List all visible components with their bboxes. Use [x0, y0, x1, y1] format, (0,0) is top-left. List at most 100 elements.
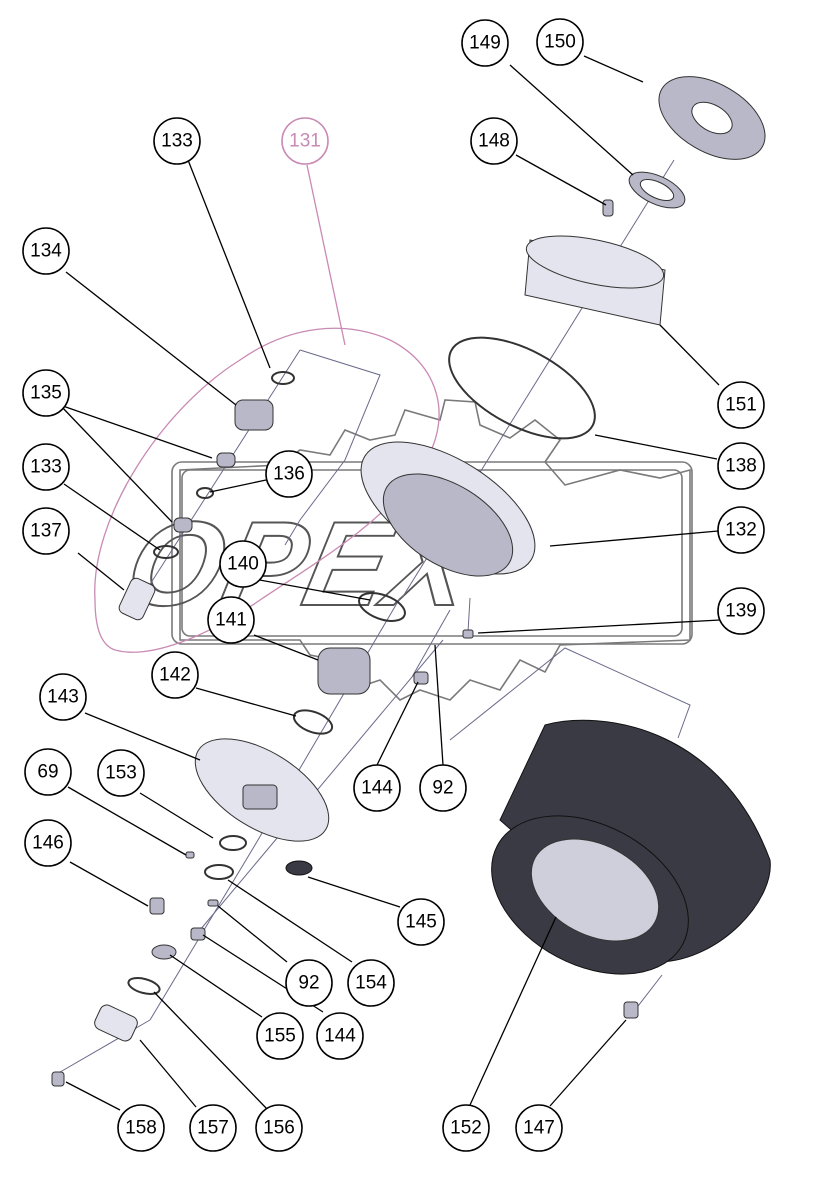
part-145-seal: [285, 860, 313, 876]
part-153-ring: [219, 835, 247, 851]
callout-158: 158: [117, 1104, 165, 1152]
svg-text:158: 158: [125, 1118, 157, 1139]
callout-92: 92: [419, 764, 467, 812]
callout-133: 133: [153, 117, 201, 165]
svg-text:134: 134: [30, 241, 62, 262]
svg-text:132: 132: [725, 520, 757, 541]
callout-149: 149: [461, 19, 509, 67]
svg-text:154: 154: [355, 973, 387, 994]
svg-text:137: 137: [30, 521, 62, 542]
callout-137: 137: [22, 507, 70, 555]
callout-140: 140: [219, 540, 267, 588]
callout-156: 156: [255, 1104, 303, 1152]
watermark-gear-outline: [179, 399, 691, 701]
svg-text:145: 145: [405, 912, 437, 933]
callout-139: 139: [717, 587, 765, 635]
callout-157: 157: [189, 1104, 237, 1152]
svg-text:142: 142: [159, 665, 191, 686]
part-143-cover: [194, 738, 330, 842]
callout-151: 151: [717, 381, 765, 429]
svg-text:92: 92: [432, 778, 453, 799]
part-138-o-ring: [448, 336, 596, 440]
svg-text:136: 136: [273, 464, 305, 485]
callout-141: 141: [207, 596, 255, 644]
callout-148: 148: [470, 117, 518, 165]
svg-text:135: 135: [30, 383, 62, 404]
part-141-gear: [317, 647, 371, 695]
svg-text:139: 139: [725, 601, 757, 622]
part-135-bearing-lower: [173, 517, 193, 533]
callout-154: 154: [347, 959, 395, 1007]
callout-136: 136: [265, 450, 313, 498]
callout-146: 146: [24, 819, 72, 867]
carrier-assembly-outline: [94, 327, 440, 653]
svg-text:147: 147: [523, 1118, 555, 1139]
part-144-plug-upper: [413, 671, 429, 685]
callout-69: 69: [24, 748, 72, 796]
svg-text:143: 143: [47, 687, 79, 708]
svg-text:133: 133: [30, 457, 62, 478]
part-132-hub: [360, 441, 536, 577]
callouts: 149 150 133 131 148 134 151 135 138 136 …: [22, 18, 765, 1152]
part-140-snap-ring: [358, 592, 406, 622]
svg-text:155: 155: [264, 1026, 296, 1047]
part-158-screw: [51, 1071, 65, 1087]
svg-text:138: 138: [725, 456, 757, 477]
part-144-plug-lower: [190, 927, 206, 941]
svg-text:144: 144: [361, 778, 393, 799]
part-151-ring-gear: [524, 235, 666, 326]
svg-text:140: 140: [227, 554, 259, 575]
svg-text:150: 150: [544, 32, 576, 53]
callout-92: 92: [285, 959, 333, 1007]
svg-text:69: 69: [37, 762, 58, 783]
part-69-part: [185, 851, 195, 859]
svg-text:131: 131: [289, 131, 321, 152]
svg-text:153: 153: [105, 763, 137, 784]
part-133-washer-lower: [153, 545, 179, 559]
callout-138: 138: [717, 442, 765, 490]
svg-text:133: 133: [161, 131, 193, 152]
part-135-bearing-upper: [216, 452, 236, 468]
part-150-gear: [658, 76, 766, 160]
callout-153: 153: [97, 749, 145, 797]
callout-133: 133: [22, 443, 70, 491]
callout-142: 142: [151, 651, 199, 699]
callout-155: 155: [256, 1012, 304, 1060]
callout-150: 150: [536, 18, 584, 66]
parts: [51, 76, 771, 1087]
callout-144: 144: [316, 1012, 364, 1060]
part-146-bolt: [149, 897, 165, 915]
part-139-part: [462, 629, 474, 639]
svg-text:151: 151: [725, 395, 757, 416]
part-156-o-ring: [127, 977, 161, 995]
part-154-ring: [204, 864, 234, 880]
svg-text:157: 157: [197, 1118, 229, 1139]
part-142-snap-ring: [292, 709, 334, 735]
part-148-pin: [602, 199, 614, 217]
callout-144: 144: [353, 764, 401, 812]
callout-152: 152: [442, 1104, 490, 1152]
svg-text:141: 141: [215, 610, 247, 631]
callout-131: 131: [281, 117, 329, 165]
part-157-part: [94, 1004, 138, 1042]
callout-143: 143: [39, 673, 87, 721]
svg-text:156: 156: [263, 1118, 295, 1139]
part-152-drum: [491, 719, 771, 975]
svg-text:152: 152: [450, 1118, 482, 1139]
svg-text:144: 144: [324, 1026, 356, 1047]
part-147-bolt: [623, 1001, 639, 1019]
callout-135: 135: [22, 369, 70, 417]
part-136-ring: [196, 487, 214, 499]
part-133-washer-upper: [271, 371, 295, 385]
callout-147: 147: [515, 1104, 563, 1152]
callout-134: 134: [22, 227, 70, 275]
part-92-lower: [207, 899, 219, 907]
part-134-planet-gear: [234, 399, 274, 431]
svg-text:148: 148: [478, 131, 510, 152]
part-137-pin: [118, 577, 156, 621]
svg-text:149: 149: [469, 33, 501, 54]
callout-145: 145: [397, 898, 445, 946]
callout-132: 132: [717, 506, 765, 554]
svg-text:146: 146: [32, 833, 64, 854]
